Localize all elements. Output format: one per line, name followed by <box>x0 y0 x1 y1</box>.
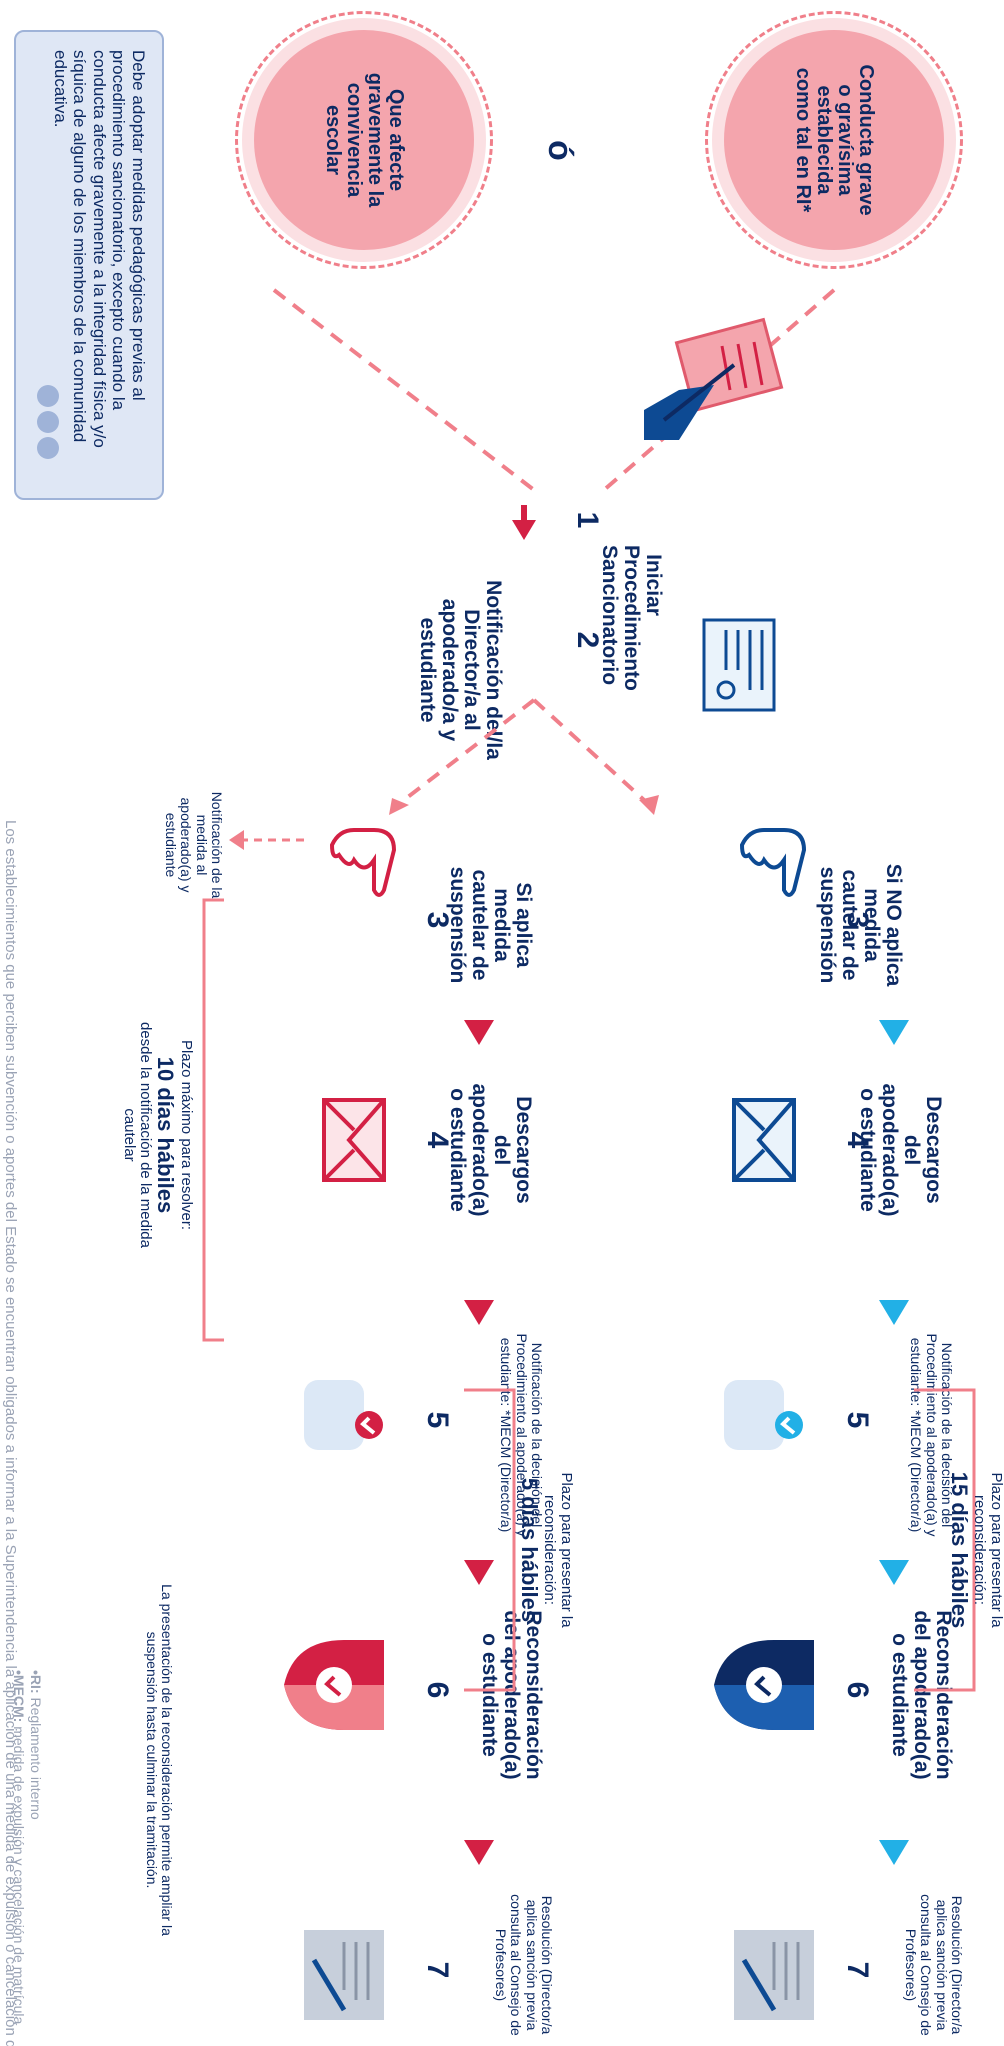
branch-yes-step-7-label: Resolución (Director/a aplica sanción pr… <box>492 1894 555 2036</box>
branch-no-step-7-label: Resolución (Director/a aplica sanción pr… <box>902 1894 965 2036</box>
note-dots <box>37 385 59 459</box>
branch-no-arrows <box>879 1020 976 1865</box>
note-text: Debe adoptar medidas pedagógicas previas… <box>50 50 148 448</box>
branch-no-deadline-prefix: Plazo para presentar la reconsideración: <box>971 1472 1004 1628</box>
step-2-label: Notificación del/la Director/a al apoder… <box>415 580 505 760</box>
branch-no-deadline: Plazo para presentar la reconsideración:… <box>947 1450 1004 1650</box>
condition-circle-conduct: Conducta grave o gravísima establecida c… <box>705 11 963 269</box>
branch-yes-deadline-value: 5 días hábiles <box>517 1477 542 1623</box>
branch-no-step-4-label: Descargos del apoderado(a) o estudiante <box>855 1083 945 1217</box>
branch-no-deadline-value: 15 días hábiles <box>947 1471 972 1629</box>
branch-yes-resolve-value: 10 días hábiles <box>153 1056 179 1214</box>
branch-no-signed-document-icon <box>734 1930 814 2020</box>
signing-document-icon <box>644 317 784 440</box>
branch-yes-envelope-icon <box>322 1098 386 1182</box>
condition-coexistence-text: Que afecte gravemente la convivencia esc… <box>322 72 407 208</box>
branch-no-step-5-number: 5 <box>841 1411 874 1429</box>
branch-dashed-lines <box>389 698 659 815</box>
branch-yes-side-note: Notificación de la medida al apoderado(a… <box>162 791 225 899</box>
dot <box>37 411 59 433</box>
legend-ri-abbr: •RI: <box>28 1670 44 1694</box>
step-1-number: 1 <box>571 511 604 529</box>
branch-no-step-3-label: Si NO aplica medida cautelar de suspensi… <box>815 863 905 987</box>
branch-no-scroll-check-icon <box>724 1380 803 1450</box>
legend-ri-text: Reglamento interno <box>28 1697 44 1820</box>
branch-yes-step-6-number: 6 <box>421 1681 454 1699</box>
dot <box>37 437 59 459</box>
branch-yes-deadline: Plazo para presentar la reconsideración:… <box>517 1450 576 1650</box>
branch-yes-pointing-hand-icon <box>329 828 397 897</box>
step-1-label: Iniciar Procedimiento Sancionatorio <box>597 545 665 691</box>
footer-note: Los establecimientos que perciben subven… <box>2 820 19 2046</box>
branch-yes-signed-document-icon <box>304 1930 384 2020</box>
arrow-1-2 <box>512 505 536 540</box>
branch-yes-deadline-prefix: Plazo para presentar la reconsideración: <box>541 1472 576 1628</box>
or-connector: ó <box>541 140 579 161</box>
branch-yes-step-4-label: Descargos del apoderado(a) o estudiante <box>445 1083 535 1217</box>
dot <box>37 385 59 407</box>
branch-yes-shield-check-icon <box>284 1640 384 1730</box>
condition-conduct-text: Conducta grave o gravísima establecida c… <box>792 64 877 216</box>
branch-no-step-7-number: 7 <box>841 1961 874 1979</box>
branch-no-shield-check-icon <box>714 1640 814 1730</box>
notification-letter-icon <box>702 618 776 712</box>
condition-circle-coexistence: Que afecte gravemente la convivencia esc… <box>235 11 493 269</box>
branch-yes-resolve-prefix: Plazo máximo para resolver: <box>178 1039 195 1231</box>
branch-yes-step-7-number: 7 <box>421 1961 454 1979</box>
legend-ri: •RI: Reglamento interno <box>27 1670 44 2040</box>
branch-yes-arrows <box>202 830 516 1865</box>
branch-yes-resolve-suffix: desde la notificación de la medida caute… <box>120 1022 155 1248</box>
branch-no-pointing-hand-icon <box>739 828 807 897</box>
branch-yes-resolve-deadline: Plazo máximo para resolver: 10 días hábi… <box>120 1010 195 1260</box>
branch-no-envelope-icon <box>732 1098 796 1182</box>
branch-yes-step-3-label: Si aplica medida cautelar de suspensión <box>445 866 535 984</box>
branch-yes-scroll-check-icon <box>304 1380 383 1450</box>
branch-yes-reconsideration-note: La presentación de la reconsideración pe… <box>143 1584 175 1936</box>
branch-yes-step-5-number: 5 <box>421 1411 454 1429</box>
branch-no-step-6-label: Reconsideración del apoderado(a) o estud… <box>887 1610 955 1780</box>
branch-no-step-6-number: 6 <box>841 1681 874 1699</box>
step-2-number: 2 <box>571 631 604 649</box>
